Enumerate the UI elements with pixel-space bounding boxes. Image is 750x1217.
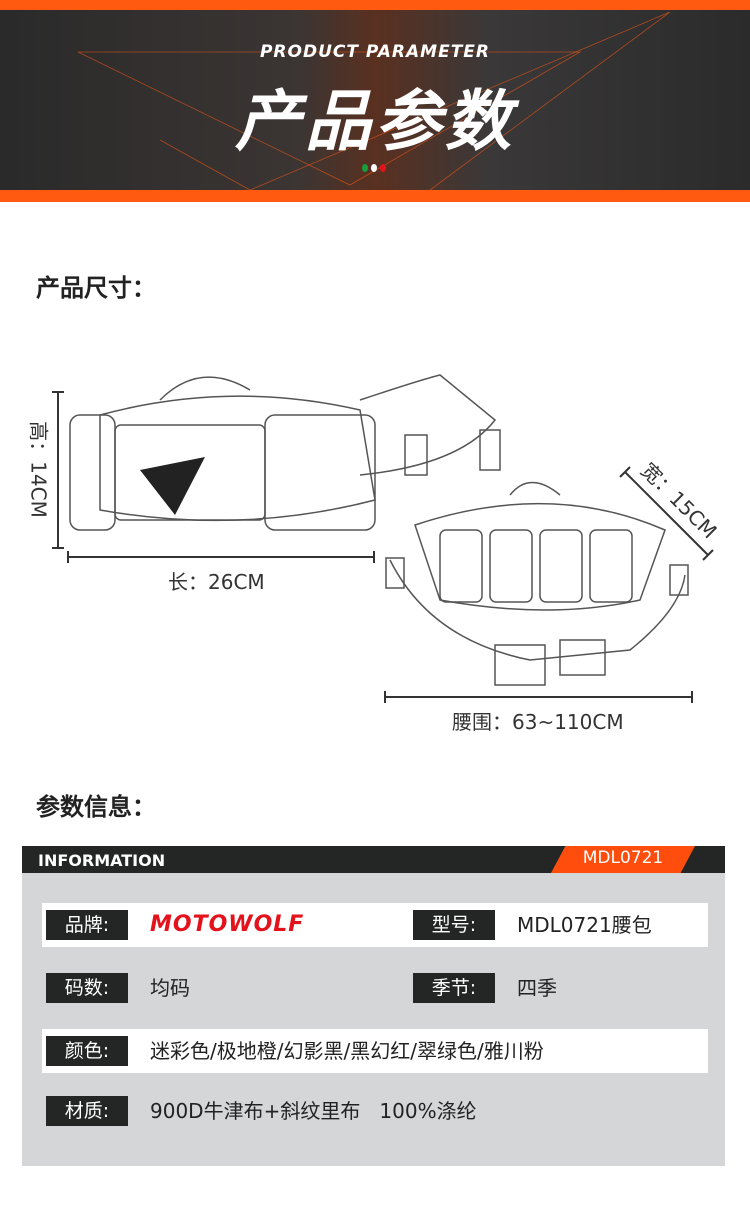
- info-row-size: 码数: 均码 季节: 四季: [42, 966, 708, 1010]
- header-banner: PRODUCT PARAMETER 产品参数: [0, 0, 750, 202]
- season-label: 季节:: [413, 973, 495, 1003]
- bag-dimension-drawings: [52, 374, 714, 703]
- banner-title: 产品参数: [235, 83, 515, 160]
- info-row-material: 材质: 900D牛津布+斜纹里布 100%涤纶: [42, 1089, 708, 1133]
- accent-bar-bottom: [0, 190, 750, 202]
- size-label: 码数:: [46, 973, 128, 1003]
- info-row-color: 颜色: 迷彩色/极地橙/幻影黑/黑幻红/翠绿色/雅川粉: [42, 1029, 708, 1073]
- brand-logo: MOTOWOLF: [150, 912, 305, 937]
- color-label: 颜色:: [46, 1036, 128, 1066]
- banner-subtitle: PRODUCT PARAMETER: [259, 42, 491, 62]
- model-tag: MDL0721: [551, 846, 695, 873]
- material-value: 900D牛津布+斜纹里布 100%涤纶: [150, 1099, 477, 1123]
- season-value: 四季: [517, 976, 557, 1000]
- color-value: 迷彩色/极地橙/幻影黑/黑幻红/翠绿色/雅川粉: [150, 1039, 544, 1063]
- waist-label: 腰围：63~110CM: [452, 710, 624, 734]
- info-row-brand: 品牌: MOTOWOLF 型号: MDL0721腰包: [42, 903, 708, 947]
- size-section-title: 产品尺寸：: [36, 274, 156, 302]
- info-section-title: 参数信息：: [36, 793, 156, 821]
- flag-dots: [362, 164, 386, 172]
- model-label: 型号:: [413, 910, 495, 940]
- bag-side-view: [69, 374, 501, 531]
- brand-label: 品牌:: [46, 910, 128, 940]
- accent-bar-top: [0, 0, 750, 10]
- info-header: INFORMATION MDL0721: [22, 846, 725, 873]
- dimension-lines: [52, 391, 714, 703]
- info-header-label: INFORMATION: [38, 851, 166, 870]
- model-value: MDL0721腰包: [517, 913, 652, 937]
- size-value: 均码: [150, 976, 190, 1000]
- length-label: 长：26CM: [168, 570, 265, 594]
- info-panel: INFORMATION MDL0721 品牌: MOTOWOLF 型号: MDL0…: [22, 846, 725, 1166]
- decorative-lines: [77, 11, 671, 191]
- material-label: 材质:: [46, 1096, 128, 1126]
- height-label: 高：14CM: [26, 421, 51, 518]
- bag-back-view: [385, 481, 689, 686]
